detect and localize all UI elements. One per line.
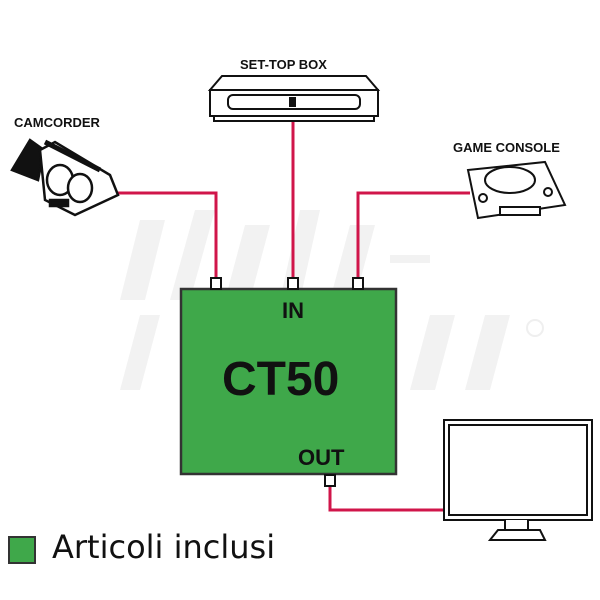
game-console-icon: [466, 160, 567, 220]
ports: [210, 277, 364, 487]
legend-label: Articoli inclusi: [52, 528, 276, 566]
model-label: CT50: [222, 353, 340, 406]
in-label: IN: [282, 298, 304, 323]
set-top-box-icon: [207, 75, 381, 122]
in-port-1: [210, 277, 222, 290]
wire-monitor: [328, 486, 444, 512]
wire-game-console: [356, 191, 470, 278]
set-top-box-label: SET-TOP BOX: [240, 57, 327, 72]
out-port: [324, 474, 336, 487]
camcorder-icon: [10, 138, 120, 217]
legend-swatch: [8, 536, 36, 564]
ct50-box: [179, 287, 398, 476]
in-port-3: [352, 277, 364, 290]
game-console-label: GAME CONSOLE: [453, 140, 560, 155]
watermark-logo: [120, 210, 544, 390]
monitor-icon: [443, 419, 593, 541]
wires: [117, 118, 470, 512]
out-label: OUT: [298, 445, 345, 470]
in-port-2: [287, 277, 299, 290]
wire-camcorder: [117, 191, 218, 278]
camcorder-label: CAMCORDER: [14, 115, 100, 130]
